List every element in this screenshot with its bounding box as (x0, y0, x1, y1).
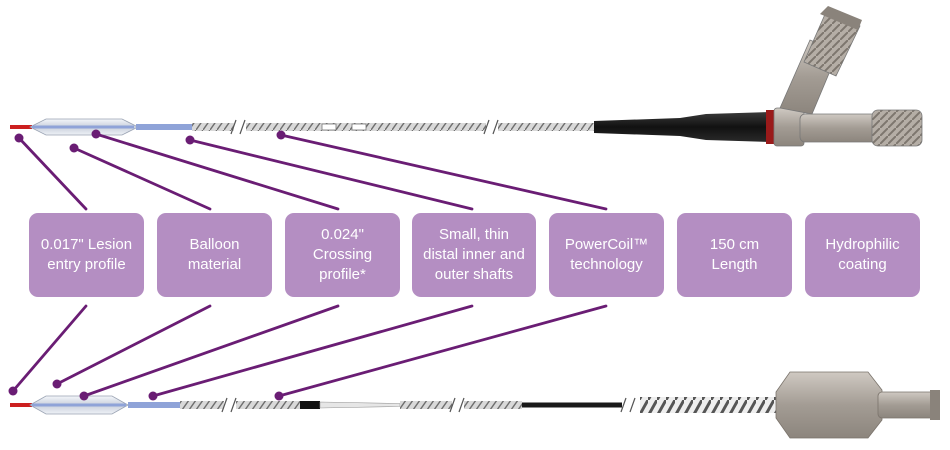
callout-line-top-balloon (72, 146, 212, 211)
rx-hub (775, 371, 940, 439)
shaft-segment (498, 123, 596, 131)
feature-box-balloon-material: Balloon material (157, 213, 272, 297)
shaft-segment (192, 123, 234, 131)
feature-box-distal-shafts: Small, thin distal inner and outer shaft… (412, 213, 536, 297)
rx-exit-port (300, 401, 320, 409)
feature-box-length: 150 cm Length (677, 213, 792, 297)
feature-label: 150 cm Length (709, 236, 760, 273)
callout-dot (8, 386, 18, 396)
inner-shaft (32, 403, 126, 407)
feature-label: 0.024" Crossing profile* (312, 226, 373, 283)
red-ring (766, 110, 776, 144)
callout-dot (274, 391, 284, 401)
callout-dot (69, 143, 79, 153)
callout-dot (276, 130, 286, 140)
hypotube (464, 401, 522, 409)
top-catheter (10, 6, 923, 147)
powercoil-section (640, 397, 780, 413)
bottom-catheter (10, 371, 940, 439)
callout-dot (14, 133, 24, 143)
y-connector-hub (773, 6, 923, 147)
distal-shaft (128, 402, 180, 408)
feature-label: PowerCoil™ technology (564, 236, 649, 273)
strain-relief (594, 112, 770, 142)
shaft-segment (180, 401, 224, 409)
callout-dot (91, 129, 101, 139)
callout-dot (79, 391, 89, 401)
callout-line-bottom-balloon (55, 304, 212, 386)
distal-shaft (136, 124, 192, 130)
callout-line-bottom-crossing (82, 304, 340, 398)
skive (319, 401, 401, 409)
feature-label: 0.017" Lesion entry profile (40, 236, 133, 273)
callout-line-bottom-tip (11, 304, 88, 393)
callout-line-top-distal (188, 138, 474, 211)
catheter-tip (10, 403, 32, 407)
feature-box-crossing-profile: 0.024" Crossing profile* (285, 213, 400, 297)
shaft-break (483, 119, 499, 135)
feature-box-hydrophilic: Hydrophilic coating (805, 213, 920, 297)
hypotube (522, 402, 622, 408)
callout-dot (52, 379, 62, 389)
shaft-break (221, 397, 237, 413)
callout-line-top-tip (17, 136, 88, 211)
feature-label: Balloon material (187, 236, 242, 273)
shaft-segment (236, 401, 300, 409)
shaft-break (449, 397, 465, 413)
shaft-break (230, 119, 246, 135)
callout-dot (185, 135, 195, 145)
callout-dot (148, 391, 158, 401)
callout-dots (8, 129, 286, 401)
catheter-tip (10, 125, 32, 129)
callout-line-bottom-distal (151, 304, 474, 398)
callout-line-bottom-powercoil (277, 304, 608, 398)
marker-band (351, 123, 367, 131)
feature-box-powercoil: PowerCoil™ technology (549, 213, 664, 297)
shaft-segment (400, 401, 452, 409)
callouts (11, 132, 608, 398)
feature-box-lesion-entry: 0.017" Lesion entry profile (29, 213, 144, 297)
callout-line-top-powercoil (279, 133, 608, 211)
feature-label: Small, thin distal inner and outer shaft… (423, 226, 525, 283)
marker-band (321, 123, 337, 131)
feature-label: Hydrophilic coating (825, 236, 900, 273)
callout-line-top-crossing (94, 132, 340, 211)
shaft-break (620, 397, 636, 413)
inner-shaft (32, 125, 134, 129)
